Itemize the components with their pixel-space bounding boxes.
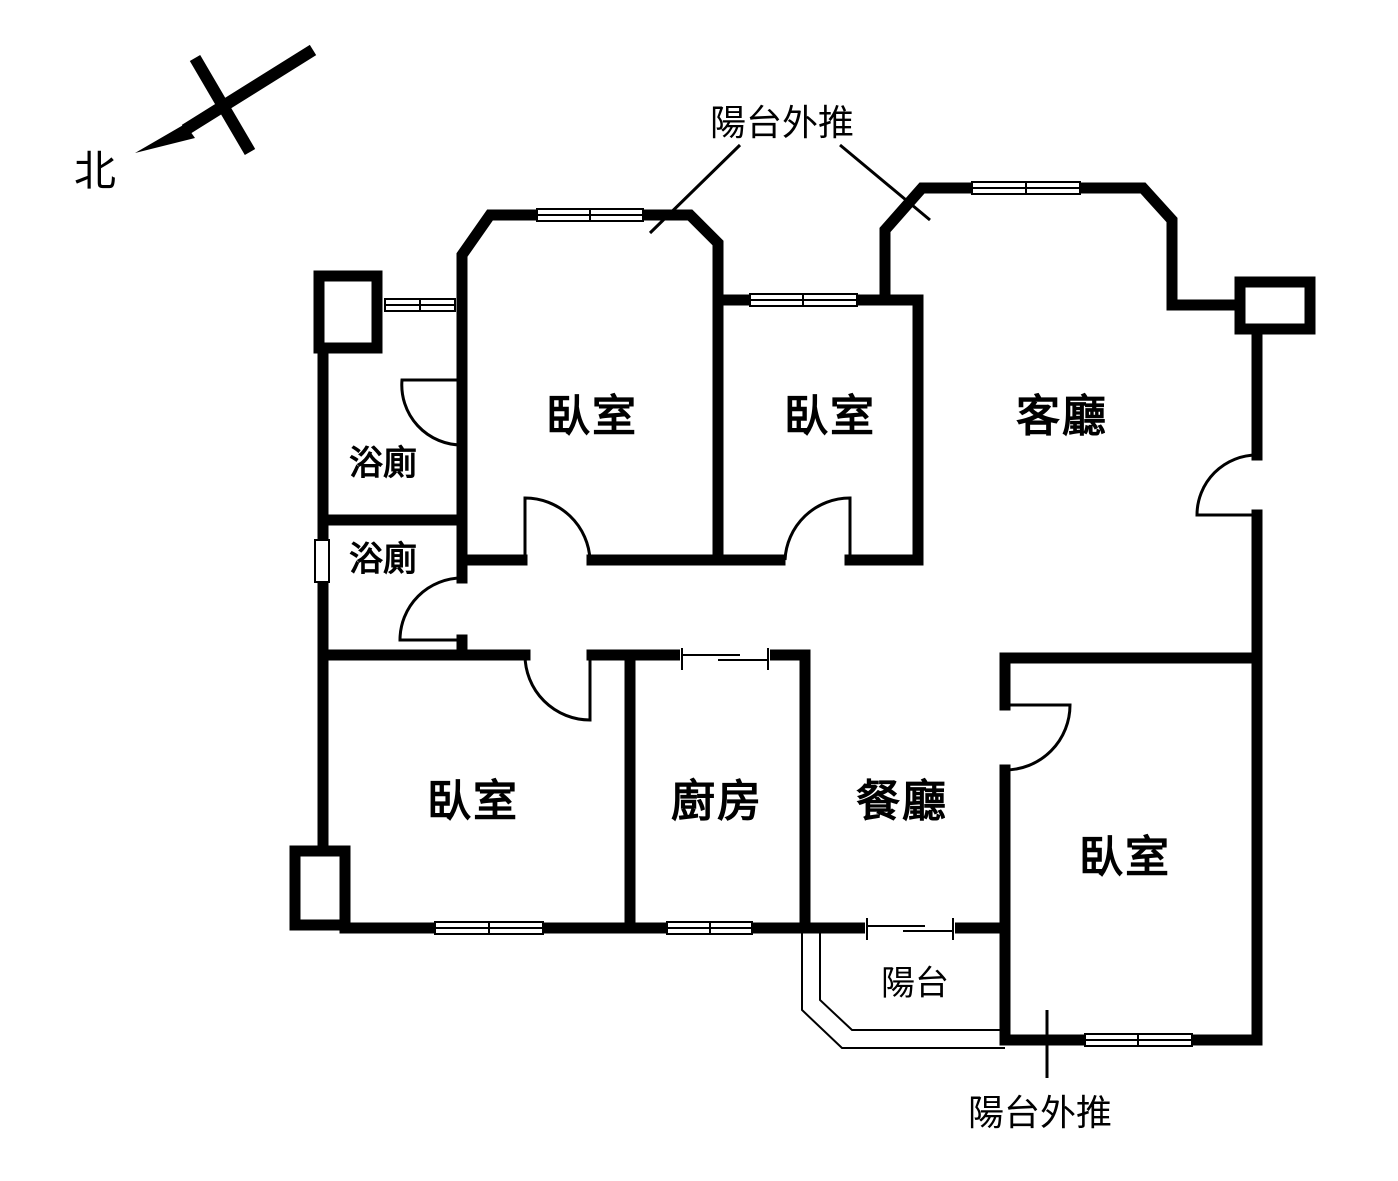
room-label-bathroom: 浴廁 [349, 443, 417, 484]
room-label-living-room: 客廳 [1016, 391, 1108, 442]
shaft-top-right [1234, 276, 1316, 335]
room-label-bathroom: 浴廁 [349, 539, 417, 580]
walls [289, 182, 1316, 1046]
balcony-outline [801, 933, 1005, 1049]
annotation-balcony-extension: 陽台外推 [967, 1093, 1113, 1134]
north-arrow-icon [135, 44, 317, 156]
compass-label: 北 [73, 146, 117, 196]
room-label-bedroom: 臥室 [1079, 832, 1171, 883]
room-label-bedroom: 臥室 [546, 391, 638, 442]
annotation-balcony-extension: 陽台外推 [709, 103, 855, 144]
room-label-bedroom: 臥室 [784, 391, 876, 442]
door-swings [398, 378, 1258, 772]
annotation-leaders [648, 143, 1049, 1078]
shaft-top-left [313, 270, 383, 354]
shaft-bottom-left [289, 845, 351, 931]
room-label-bedroom: 臥室 [427, 776, 519, 827]
room-label-balcony: 陽台 [881, 963, 949, 1004]
windows [314, 181, 1193, 1047]
room-label-dining-room: 餐廳 [856, 776, 948, 827]
room-label-kitchen: 廚房 [671, 776, 763, 827]
sliding-doors [680, 648, 955, 940]
